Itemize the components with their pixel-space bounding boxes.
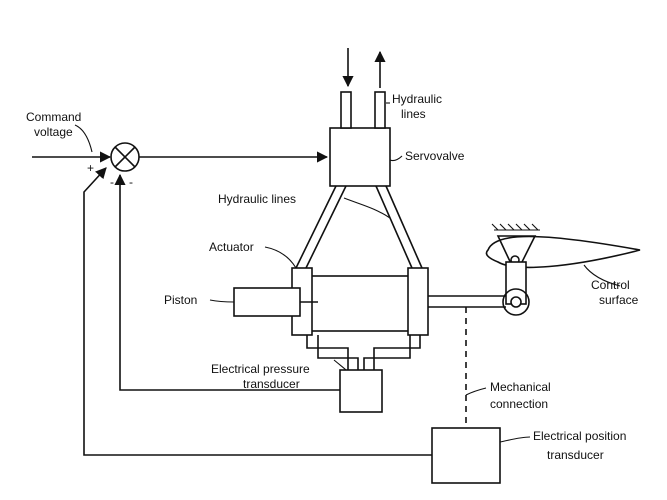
hydraulic-lines-mid-label: Hydraulic lines bbox=[218, 192, 296, 206]
pressure-feedback-line bbox=[114, 173, 340, 391]
mechanical-connection-label-2: connection bbox=[490, 397, 548, 411]
plus-sign: + bbox=[87, 161, 94, 175]
servovalve-label: Servovalve bbox=[405, 149, 465, 163]
piston bbox=[233, 287, 318, 317]
position-feedback-line bbox=[83, 167, 432, 456]
control-surface-label-2: surface bbox=[599, 293, 639, 307]
servovalve-box bbox=[329, 127, 391, 187]
command-voltage-label-2: voltage bbox=[34, 125, 73, 139]
minus-sign-pressure: - bbox=[129, 175, 133, 189]
piston-rod bbox=[428, 295, 506, 308]
pressure-transducer-label-1: Electrical pressure bbox=[211, 362, 310, 376]
piston-label: Piston bbox=[164, 293, 197, 307]
summing-junction bbox=[110, 142, 140, 172]
pressure-transducer-label-2: transducer bbox=[243, 377, 300, 391]
pressure-transducer-box bbox=[339, 369, 383, 413]
control-surface bbox=[485, 223, 641, 316]
hydraulic-supply-pipes bbox=[340, 48, 386, 129]
leader-lines bbox=[74, 102, 621, 443]
command-voltage-label-1: Command bbox=[26, 110, 81, 124]
control-surface-label-1: Control bbox=[591, 278, 630, 292]
actuator-label: Actuator bbox=[209, 240, 254, 254]
position-transducer-label-1: Electrical position bbox=[533, 429, 626, 443]
hydraulic-lines-top-label-2: lines bbox=[401, 107, 426, 121]
minus-sign-position: - bbox=[110, 175, 114, 189]
hydraulic-lines-top-label-1: Hydraulic bbox=[392, 92, 442, 106]
mechanical-connection-label-1: Mechanical bbox=[490, 380, 551, 394]
hydraulic-lines-to-actuator bbox=[295, 185, 423, 269]
position-transducer-label-2: transducer bbox=[547, 448, 604, 462]
position-transducer-box bbox=[431, 427, 501, 484]
pressure-sensing-lines bbox=[306, 335, 421, 370]
